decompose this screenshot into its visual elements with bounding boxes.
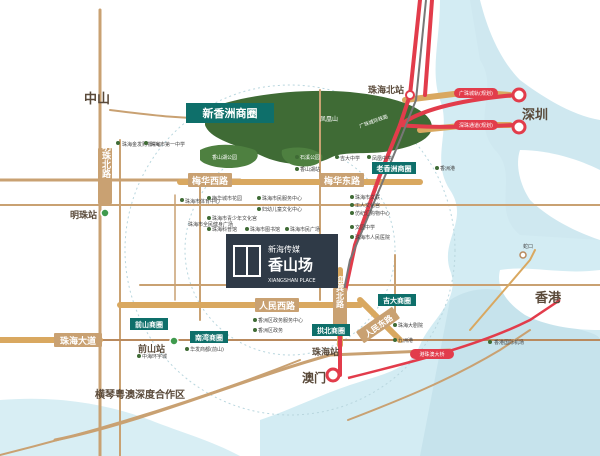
road-label-mingzhu-north: 明珠北路 — [98, 142, 112, 204]
land-hongkong — [499, 268, 600, 330]
svg-text:南湾商圈: 南湾商圈 — [195, 333, 223, 342]
landmark-citizen-service: 珠海市民服务中心 — [262, 195, 302, 202]
landmark-citizen-plaza: 珠海市民广场 — [290, 226, 320, 233]
landmark-children: 妇幼儿童文化中心 — [262, 206, 302, 213]
landmark-tower: 珠海市文联 — [355, 194, 380, 201]
landmark-zhongshan-school: 中海环宇城 — [142, 353, 167, 360]
svg-text:港珠澳大桥: 港珠澳大桥 — [419, 351, 444, 358]
landmark-zhuhai-mall: 珠海金发购物中心 — [122, 141, 162, 148]
project-name-big: 香山场 — [268, 256, 313, 274]
radius-circles — [124, 84, 456, 416]
landmark-zhongzhi: 仿纪汇购物中心 — [355, 210, 390, 217]
district-old-xiangzhou: 老香洲商圈 — [372, 162, 416, 174]
svg-text:梅华西路: 梅华西路 — [192, 175, 229, 187]
landmark-library: 珠海市图书馆 — [250, 226, 280, 233]
landmark-xiangshan-station: 香山湖站 — [300, 166, 320, 173]
poi-dots — [116, 141, 492, 358]
landmark-meihua-city: 梅华城市花园 — [212, 195, 242, 202]
landmark-shekou: 蛇口 — [523, 243, 533, 250]
svg-text:迎宾北路: 迎宾北路 — [335, 275, 345, 309]
landmark-hospital: 珠海市人民医院 — [355, 234, 390, 241]
landmark-wenyuan: 文园中学 — [355, 224, 375, 231]
landmark-xiangzhou-gov: 香洲区政务 — [258, 327, 283, 334]
landmarks: 凤凰山 香山湖公园 珠海金发购物中心 珠海市第一中学 石溪公园 香山湖站 吉大中… — [122, 115, 533, 360]
district-qianshan: 前山商圈 — [130, 318, 168, 330]
bridge-line — [347, 298, 561, 380]
landmark-gongbei-gov: 香洲区政务服务中心 — [258, 317, 303, 324]
station-zhuhai-north: 珠海北站 — [368, 84, 404, 96]
svg-text:珠海大道: 珠海大道 — [60, 335, 96, 347]
region-zhongshan: 中山 — [84, 91, 110, 107]
region-hongkong: 香港 — [534, 290, 562, 306]
region-macau: 澳门 — [302, 370, 326, 385]
svg-text:人民西路: 人民西路 — [258, 300, 296, 312]
district-new-xiangzhou: 新香洲商圈 — [186, 103, 274, 123]
landmark-sports-plaza: 珠海市全民健身广场 — [188, 221, 233, 228]
road-label-meihua-west: 梅华西路 — [188, 173, 232, 187]
project-name-en: XIANGSHAN PLACE — [268, 278, 316, 284]
landmark-jida: 吉大中学 — [340, 155, 360, 162]
svg-text:梅华东路: 梅华东路 — [324, 175, 361, 187]
svg-text:深珠通道(规划): 深珠通道(规划) — [459, 122, 493, 129]
city-markers — [325, 87, 527, 383]
landmark-xiangshan-lake: 香山湖公园 — [212, 154, 237, 161]
land-shenzhen — [480, 0, 600, 240]
svg-text:新香洲商圈: 新香洲商圈 — [203, 106, 258, 120]
landmark-no1-school: 珠海市第一中学 — [150, 141, 185, 148]
road-label-renmin-west: 人民西路 — [255, 298, 299, 312]
landmark-xiangzhou-port: 香洲港 — [440, 165, 455, 172]
station-qianshan: 前山站 — [138, 343, 165, 355]
landmark-fengming: 凤凰中学 — [372, 155, 392, 162]
project-brand: 新海传媒 香山场 XIANGSHAN PLACE — [226, 234, 338, 288]
station-zhuhai: 珠海站 — [312, 346, 339, 358]
svg-text:广珠城轨(规划): 广珠城轨(规划) — [459, 90, 493, 97]
landmark-science: 珠海科普馆 — [212, 226, 237, 233]
district-gongbei: 拱北商圈 — [312, 324, 350, 336]
landmark-grand-theatre: 珠海大剧院 — [398, 322, 423, 329]
landmark-hk-airport: 香港国际机场 — [494, 339, 524, 346]
landmark-youth: 珠海市青少年文化宫 — [212, 215, 257, 222]
landmark-workers: 工人文化宫 — [355, 202, 380, 209]
station-mingzhu: 明珠站 — [70, 209, 97, 221]
svg-text:拱北商圈: 拱北商圈 — [317, 326, 345, 335]
svg-text:前山商圈: 前山商圈 — [135, 320, 163, 329]
road-label-yingbin-north: 迎宾北路 — [333, 275, 347, 332]
road-label-meihua-east: 梅华东路 — [320, 173, 364, 187]
svg-text:明珠北路: 明珠北路 — [100, 142, 111, 179]
landmark-huafa-mall: 华发商都(前山) — [190, 346, 224, 353]
district-nanping: 南湾商圈 — [190, 331, 228, 343]
project-name-cn: 新海传媒 — [268, 244, 300, 254]
landmark-shijing-park: 石溪公园 — [300, 154, 320, 161]
region-hengqin: 横琴粤澳深度合作区 — [95, 388, 185, 401]
landmark-fenghuang: 凤凰山 — [320, 115, 338, 123]
district-jida: 吉大商圈 — [378, 294, 416, 306]
svg-text:吉大商圈: 吉大商圈 — [383, 296, 411, 305]
landmark-sports-center: 珠海市体育中心 — [185, 198, 220, 205]
region-shenzhen: 深圳 — [522, 107, 548, 123]
road-label-zhuhai-avenue: 珠海大道 — [54, 333, 102, 347]
svg-text:老香洲商圈: 老香洲商圈 — [376, 164, 412, 173]
landmark-jiuzhou: 九洲港 — [398, 337, 413, 344]
